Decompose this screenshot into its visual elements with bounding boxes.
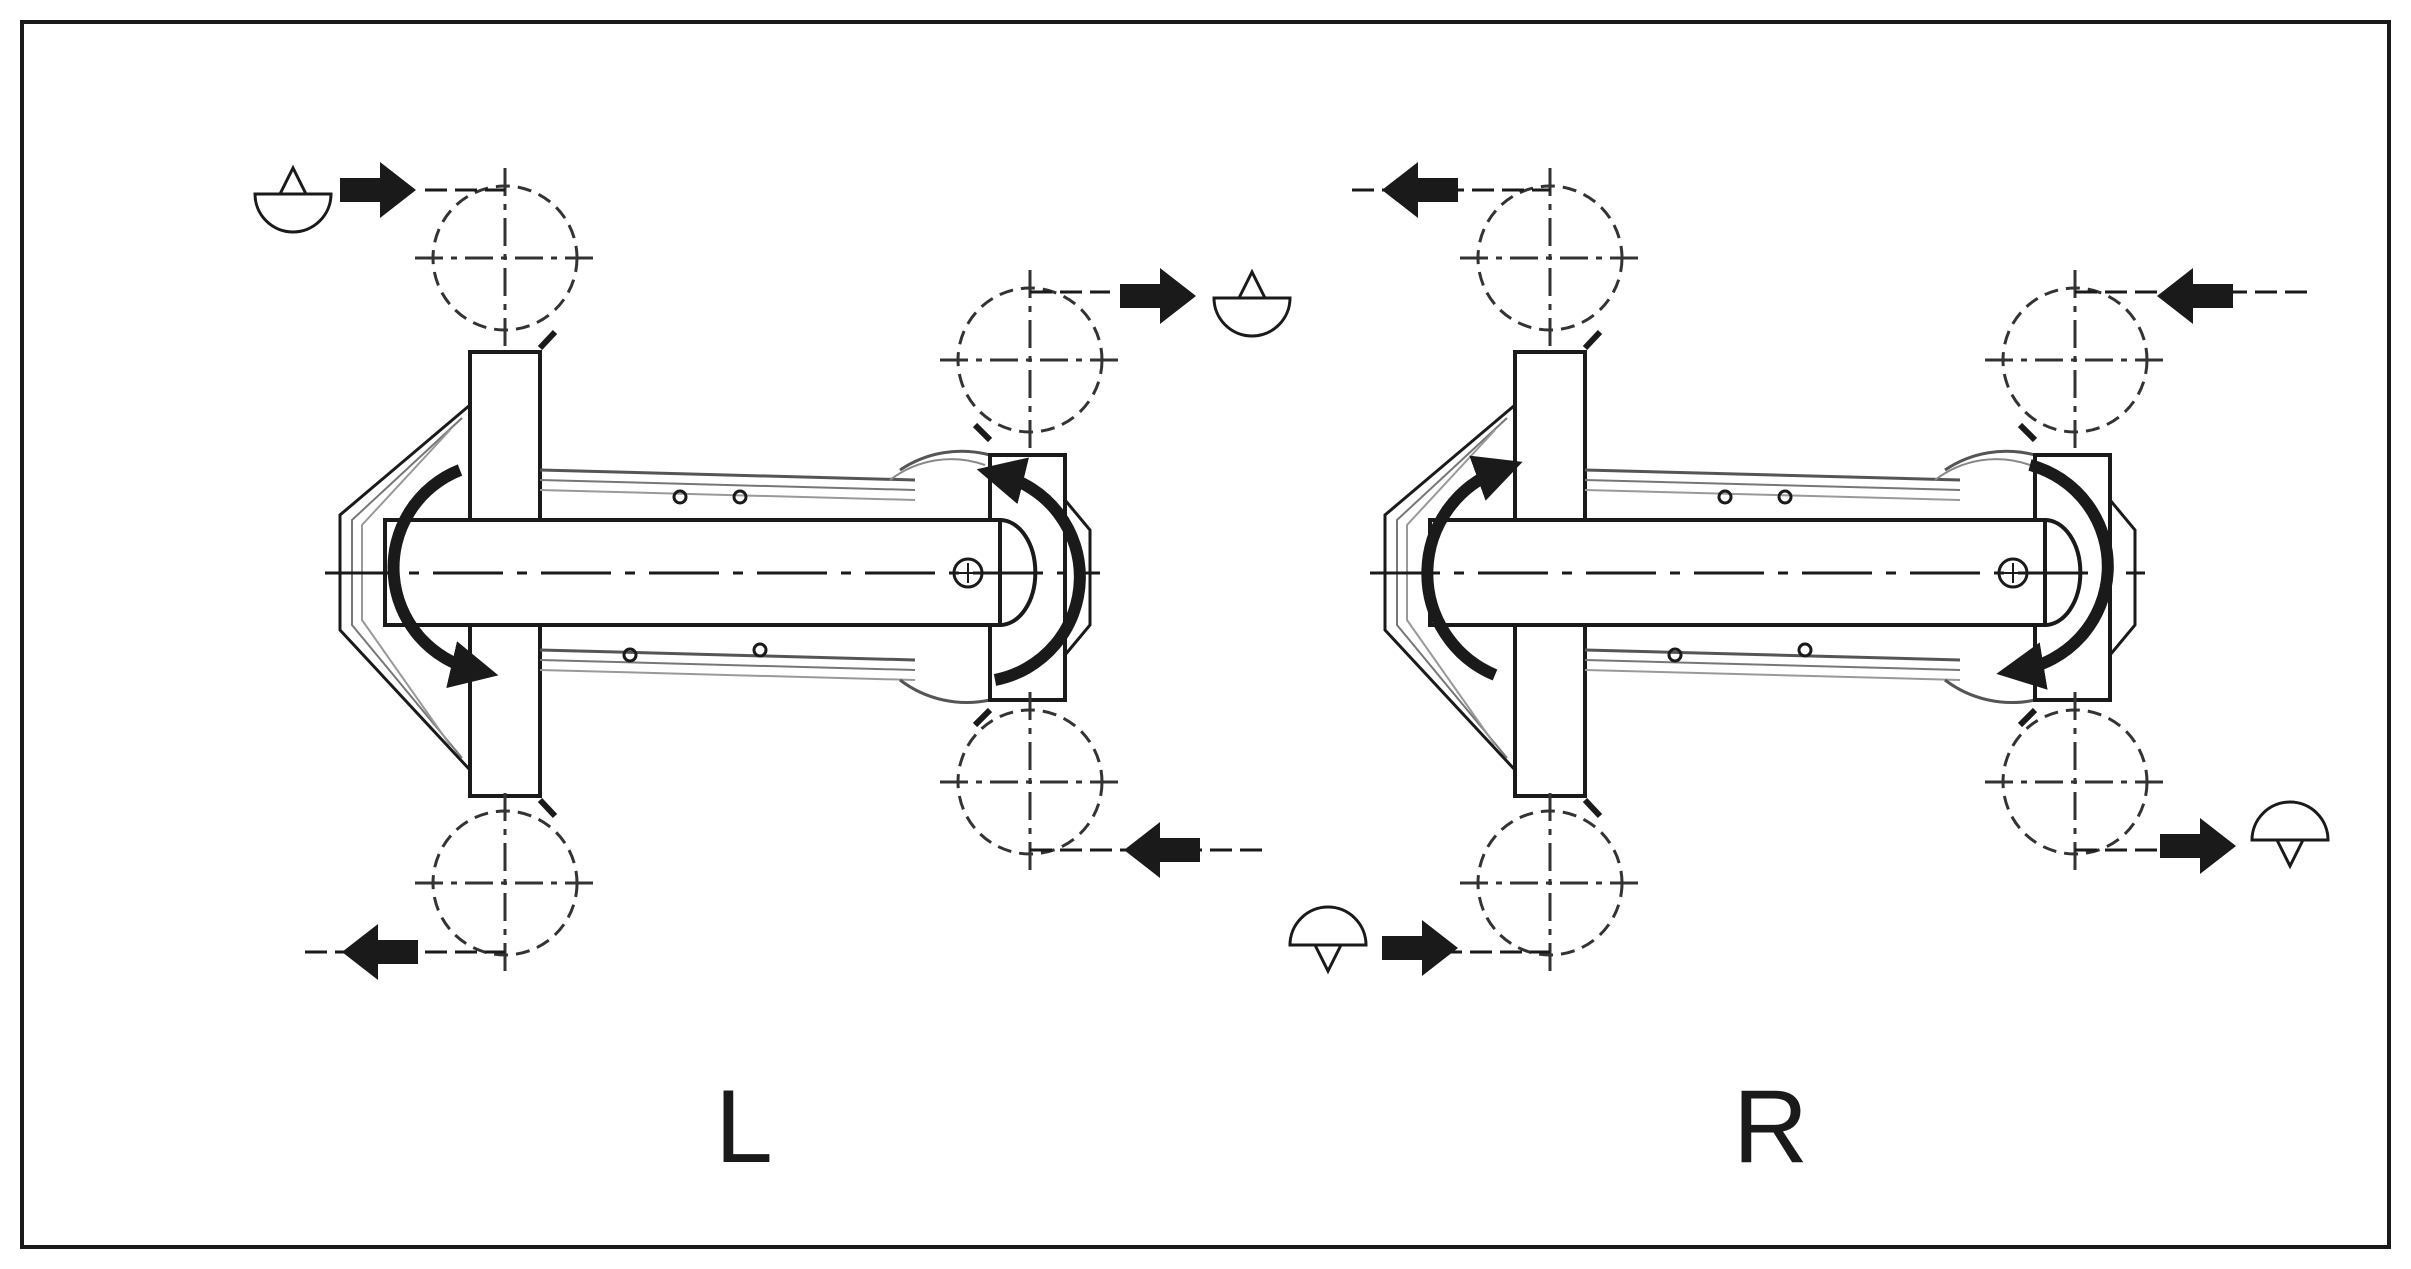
variant-label-l: L [715,1069,773,1185]
rotation-arrow-icon [1996,459,2114,690]
assembly-l [253,162,1292,980]
rotation-arrow-icon [1421,455,1523,681]
assembly-r [1288,162,2330,976]
variant-label-r: R [1733,1069,1809,1185]
rotation-arrow-icon [976,457,1086,686]
rotation-arrow-icon [387,464,499,688]
